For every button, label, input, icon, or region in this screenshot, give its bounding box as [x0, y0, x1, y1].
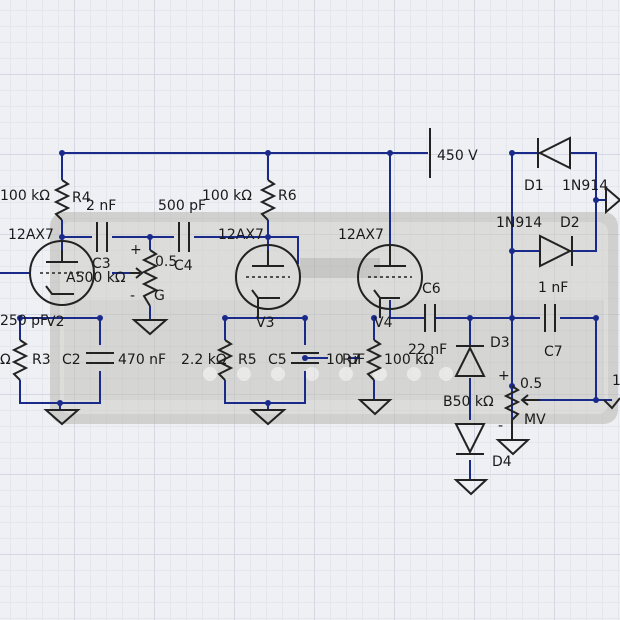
ground-symbols	[43, 319, 531, 496]
potentiometer-master: 0.5 B50 kΩ MV + -	[443, 368, 546, 434]
d2-value: 1N914	[496, 215, 542, 231]
resistor-r4: 100 kΩ R4	[0, 179, 91, 221]
c3-name: C3	[92, 256, 111, 272]
capacitor-left-partial: 250 pF	[0, 313, 48, 329]
v2-name: V2	[46, 314, 64, 330]
r5-value: 2.2 kΩ	[181, 352, 227, 368]
resistor-r6: 100 kΩ R6	[202, 179, 297, 221]
partial-cap-value: 250 pF	[0, 313, 48, 329]
v1-type: 12AX7	[8, 227, 54, 243]
c5-value: 10 µF	[326, 352, 365, 368]
c4-value: 500 pF	[158, 198, 206, 214]
gain-wiper: 0.5	[155, 254, 177, 270]
r7-value: 100 kΩ	[384, 352, 434, 368]
capacitor-c6: C6 22 nF	[408, 281, 447, 358]
tube-v3: 12AX7 V3	[218, 227, 301, 331]
supply-terminal: 450 V	[429, 128, 478, 178]
gain-plus-sign: +	[130, 242, 142, 258]
c4-name: C4	[174, 258, 193, 274]
diode-d3: D3	[454, 335, 510, 377]
diode-d4: D4	[454, 423, 512, 470]
c7-value: 1 nF	[538, 280, 568, 296]
gain-value: A500 kΩ	[66, 270, 126, 286]
tube-v1: 12AX7	[8, 227, 95, 306]
c7-name: C7	[544, 344, 563, 360]
d3-name: D3	[490, 335, 510, 351]
master-plus-sign: +	[498, 368, 510, 384]
capacitor-c2: C2 470 nF	[62, 352, 166, 368]
gain-name: G	[154, 288, 165, 304]
r5-name: R5	[238, 352, 257, 368]
c5-name: C5	[268, 352, 287, 368]
c2-name: C2	[62, 352, 81, 368]
r6-value: 100 kΩ	[202, 188, 252, 204]
c3-value: 2 nF	[86, 198, 116, 214]
r3-value: Ω	[0, 352, 11, 368]
right-edge-output: 1	[603, 185, 620, 410]
edge-label-right: 1	[612, 373, 620, 389]
r3-name: R3	[32, 352, 51, 368]
capacitor-c3: 2 nF C3	[86, 198, 116, 272]
d1-value: 1N914	[562, 178, 608, 194]
c6-name: C6	[422, 281, 441, 297]
tube-v2: V2	[46, 314, 64, 330]
r7-name: R7	[342, 352, 361, 368]
capacitor-c7: 1 nF C7	[538, 280, 568, 360]
resistor-r5: 2.2 kΩ R5	[181, 339, 257, 381]
c2-value: 470 nF	[118, 352, 166, 368]
supply-label: 450 V	[437, 148, 478, 164]
c6-value: 22 nF	[408, 342, 447, 358]
d1-name: D1	[524, 178, 544, 194]
potentiometer-gain: 0.5 A500 kΩ G + -	[66, 242, 177, 307]
d4-name: D4	[492, 454, 512, 470]
resistor-r7: 100 kΩ R7	[342, 339, 434, 381]
master-name: MV	[524, 412, 546, 428]
capacitor-c4: 500 pF C4	[158, 198, 206, 274]
diode-d2: 1N914 D2	[496, 215, 580, 268]
v3-name: V3	[256, 315, 274, 331]
v3-type: 12AX7	[218, 227, 264, 243]
d2-name: D2	[560, 215, 580, 231]
resistor-r3: Ω R3	[0, 339, 51, 381]
gain-minus-sign: -	[130, 288, 135, 304]
master-wiper: 0.5	[520, 376, 542, 392]
r4-name: R4	[72, 190, 91, 206]
diode-d1: D1 1N914	[524, 136, 608, 194]
master-value: B50 kΩ	[443, 394, 494, 410]
junction-nodes	[17, 150, 599, 406]
r6-name: R6	[278, 188, 297, 204]
master-minus-sign: -	[498, 418, 503, 434]
r4-value: 100 kΩ	[0, 188, 50, 204]
v4-type: 12AX7	[338, 227, 384, 243]
tube-v4: 12AX7 V4	[338, 227, 423, 331]
v4-name: V4	[374, 315, 393, 331]
capacitor-c5: C5 10 µF	[268, 352, 365, 368]
